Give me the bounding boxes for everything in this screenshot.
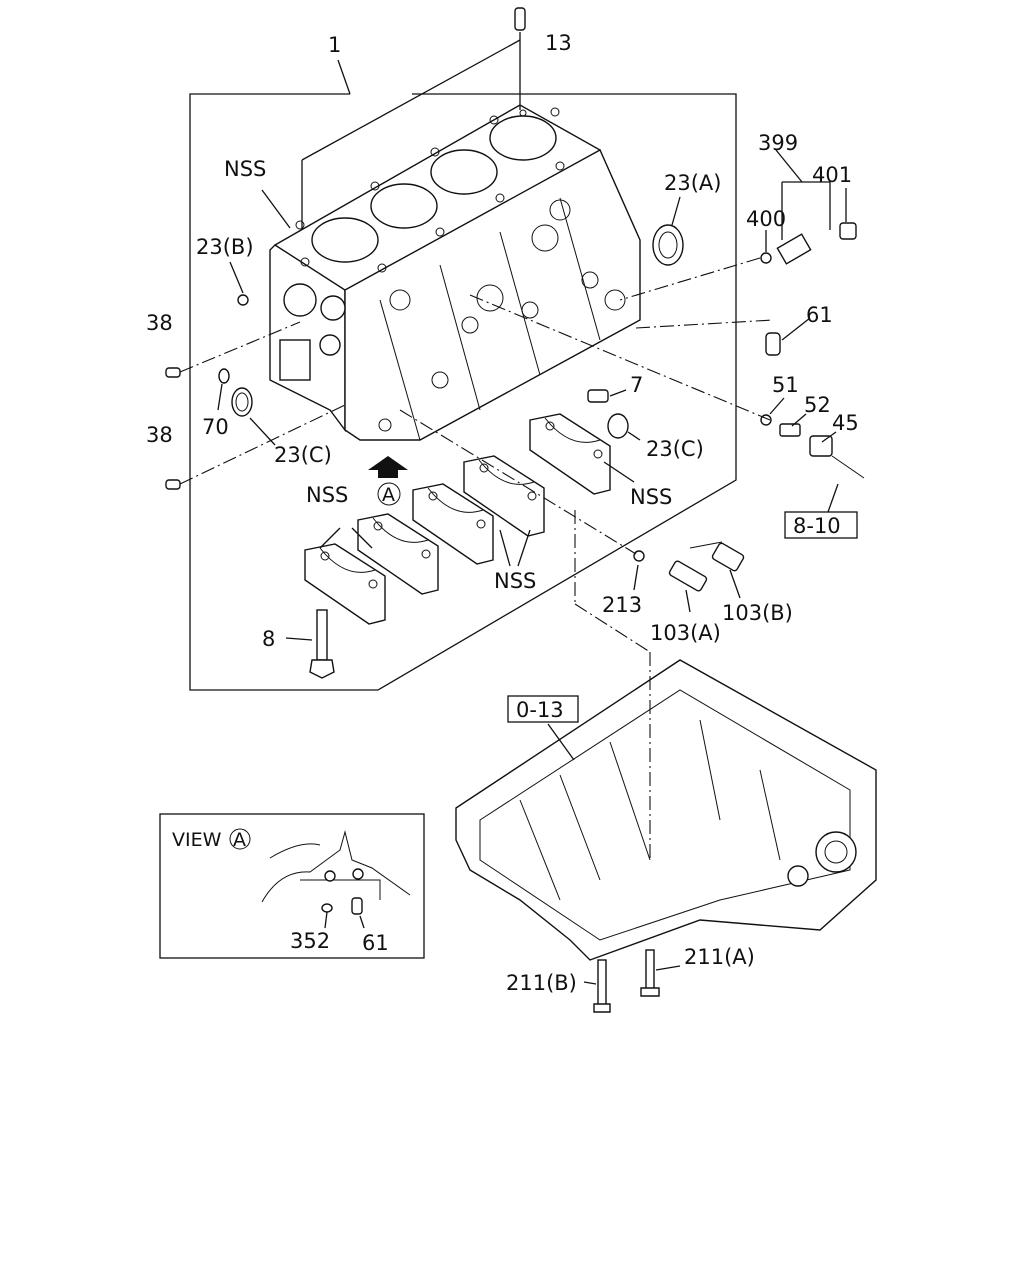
inset-title: VIEW xyxy=(172,829,222,851)
callout-23a: 23(A) xyxy=(664,171,721,195)
callout-nss-top: NSS xyxy=(224,157,266,181)
callout-8: 8 xyxy=(262,627,275,651)
oil-pressure-sensor xyxy=(469,294,865,479)
assembly-frame xyxy=(189,93,737,691)
leader-lines xyxy=(261,59,847,761)
plug-23a xyxy=(652,196,684,266)
callout-61: 61 xyxy=(806,303,833,327)
oil-jet-parts xyxy=(399,409,745,592)
inset-callout-61: 61 xyxy=(362,931,389,955)
reference-box-0-13[interactable]: 0-13 xyxy=(507,695,579,723)
callout-nss-right: NSS xyxy=(630,485,672,509)
callout-399: 399 xyxy=(758,131,798,155)
inset-marker: A xyxy=(233,829,246,851)
view-a-inset: VIEW A 352 61 xyxy=(159,813,425,959)
inset-callout-352: 352 xyxy=(290,929,330,953)
pin-61 xyxy=(635,319,781,356)
reference-0-13-label: 0-13 xyxy=(516,698,564,722)
callout-1: 1 xyxy=(328,33,341,57)
callout-13: 13 xyxy=(545,31,572,55)
plug-23c-right xyxy=(607,413,641,441)
callout-45: 45 xyxy=(832,411,859,435)
oil-pan-bolts xyxy=(583,949,681,1013)
callout-23c-right: 23(C) xyxy=(646,437,704,461)
callout-38-lower: 38 xyxy=(146,423,173,447)
cap-bolt xyxy=(285,609,335,679)
plug-70 xyxy=(217,368,230,411)
crank-position-sensor xyxy=(619,181,857,301)
plug-23c-left xyxy=(231,387,276,446)
callout-7: 7 xyxy=(630,373,643,397)
callout-70: 70 xyxy=(202,415,229,439)
plug-23b xyxy=(229,261,249,306)
callout-nss-left: NSS xyxy=(306,483,348,507)
cylinder-block xyxy=(269,104,641,441)
callout-23b: 23(B) xyxy=(196,235,254,259)
oil-pan xyxy=(455,510,877,961)
callout-103a: 103(A) xyxy=(650,621,721,645)
callout-213: 213 xyxy=(602,593,642,617)
reference-8-10-label: 8-10 xyxy=(793,514,841,538)
callout-211a: 211(A) xyxy=(684,945,755,969)
callout-211b: 211(B) xyxy=(506,971,577,995)
callout-51: 51 xyxy=(772,373,799,397)
dowel-pins-38 xyxy=(165,321,346,490)
reference-box-8-10[interactable]: 8-10 xyxy=(784,511,858,539)
bolt-7 xyxy=(587,389,627,403)
view-arrow: A xyxy=(368,456,408,506)
callout-38-upper: 38 xyxy=(146,311,173,335)
callout-23c-left: 23(C) xyxy=(274,443,332,467)
bearing-caps xyxy=(304,413,611,625)
dowel-pin-13 xyxy=(301,7,526,230)
callout-401: 401 xyxy=(812,163,852,187)
callout-103b: 103(B) xyxy=(722,601,793,625)
view-marker-label: A xyxy=(382,484,395,506)
callout-52: 52 xyxy=(804,393,831,417)
callout-400: 400 xyxy=(746,207,786,231)
callout-nss-middle: NSS xyxy=(494,569,536,593)
